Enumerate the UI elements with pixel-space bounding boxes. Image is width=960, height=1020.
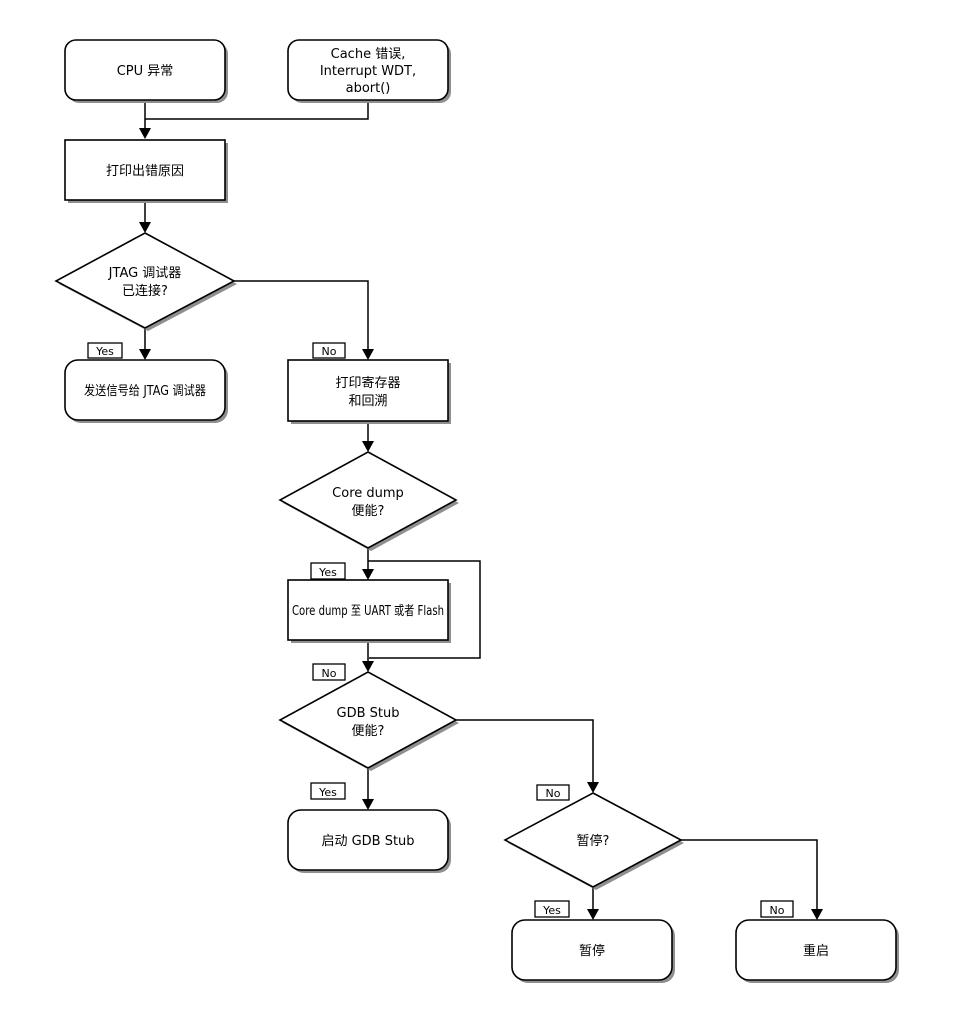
node-label: 暂停 [579, 943, 605, 959]
decision-shape [503, 792, 683, 888]
node-gdbstub-enabled-decision: GDB Stub 便能? [278, 671, 459, 771]
edge-label-box [87, 342, 123, 359]
edge-label-text: Yes [95, 345, 114, 358]
decision-shape [278, 451, 458, 549]
node-halt-decision: 暂停? [503, 792, 684, 890]
terminator-shape [735, 919, 897, 981]
edge-jtag-no [234, 280, 369, 357]
node-label: 发送信号给 JTAG 调试器 [84, 383, 206, 399]
edge-label-halt-yes: Yes [534, 900, 570, 918]
arrowhead [139, 349, 151, 360]
node-halt: 暂停 [511, 919, 675, 983]
edge-coredump-no-bypass [368, 560, 481, 659]
node-coredump-target: Core dump 至 UART 或者 Flash [287, 579, 451, 643]
node-label: 暂停? [577, 833, 610, 849]
arrowhead [811, 909, 823, 920]
edges [139, 100, 823, 920]
node-label: 打印出错原因 [106, 164, 184, 179]
edge-label-text: Yes [318, 566, 337, 579]
node-label-line: 便能? [352, 724, 385, 739]
edge-label-text: No [770, 904, 785, 917]
process-shape [64, 139, 226, 201]
node-label-line: Core dump [332, 486, 404, 501]
edge-label-halt-no: No [760, 900, 794, 918]
edge-label-text: Yes [318, 786, 337, 799]
edge-label-text: No [322, 667, 337, 680]
arrowhead [362, 799, 374, 810]
node-label: 重启 [803, 943, 829, 959]
node-label-line: JTAG 调试器 [108, 266, 182, 281]
arrowhead [362, 441, 374, 452]
edge-label-jtag-yes: Yes [87, 342, 123, 359]
node-cpu-exception: CPU 异常 [64, 39, 228, 103]
terminator-shape [64, 359, 226, 421]
node-label-line: 打印寄存器 [335, 375, 400, 391]
node-label-line: 便能? [352, 504, 385, 519]
edge-label-box [312, 342, 346, 359]
decision-shape [54, 232, 236, 329]
terminator-shape [287, 39, 449, 101]
edge-label-box [312, 663, 346, 681]
arrowhead [362, 661, 374, 672]
terminator-shape [511, 919, 673, 981]
arrowhead [587, 782, 599, 793]
edge-label-gdb-no: No [536, 784, 570, 801]
node-label-line: Interrupt WDT, [320, 64, 416, 79]
node-label: CPU 异常 [117, 64, 174, 79]
node-coredump-enabled-decision: Core dump 便能? [278, 451, 459, 551]
node-reboot: 重启 [735, 919, 899, 983]
edge-gdb-no [456, 719, 594, 790]
edge-label-box [310, 562, 346, 580]
node-jtag-connected-decision: JTAG 调试器 已连接? [54, 232, 237, 331]
edge-label-box [536, 784, 570, 801]
node-print-error-reason: 打印出错原因 [64, 139, 228, 203]
edge-label-box [310, 782, 346, 800]
node-label: 启动 GDB Stub [321, 834, 414, 849]
edge-label-box [760, 900, 794, 918]
terminator-shape [64, 39, 226, 101]
arrowhead [139, 128, 151, 139]
edge-label-jtag-no: No [312, 342, 346, 359]
edge-label-coredump-yes: Yes [310, 562, 346, 580]
arrowhead [362, 349, 374, 360]
node-start-gdbstub: 启动 GDB Stub [287, 809, 451, 873]
node-cache-error: Cache 错误, Interrupt WDT, abort() [287, 39, 451, 103]
process-shape [287, 579, 449, 641]
edge-label-text: No [546, 787, 561, 800]
terminator-shape [287, 809, 449, 871]
node-label-line: abort() [346, 81, 391, 96]
node-label-line: 和回溯 [348, 393, 387, 409]
node-print-registers: 打印寄存器 和回溯 [287, 359, 451, 424]
edge-halt-no [681, 839, 818, 917]
edge-label-text: Yes [542, 904, 561, 917]
edge-label-box [534, 900, 570, 918]
edge-label-text: No [322, 345, 337, 358]
edge-cache-to-merge [145, 100, 369, 120]
decision-shape [278, 671, 458, 769]
node-send-signal-jtag: 发送信号给 JTAG 调试器 [64, 359, 228, 423]
arrowhead [362, 569, 374, 580]
arrowhead [139, 222, 151, 233]
node-label: Core dump 至 UART 或者 Flash [292, 604, 444, 619]
edge-label-coredump-no: No [312, 663, 346, 681]
node-label-line: Cache 错误, [331, 47, 406, 62]
node-label-line: 已连接? [122, 283, 168, 299]
arrowhead [587, 909, 599, 920]
node-label-line: GDB Stub [337, 706, 400, 721]
edge-label-gdb-yes: Yes [310, 782, 346, 800]
process-shape [287, 359, 449, 422]
